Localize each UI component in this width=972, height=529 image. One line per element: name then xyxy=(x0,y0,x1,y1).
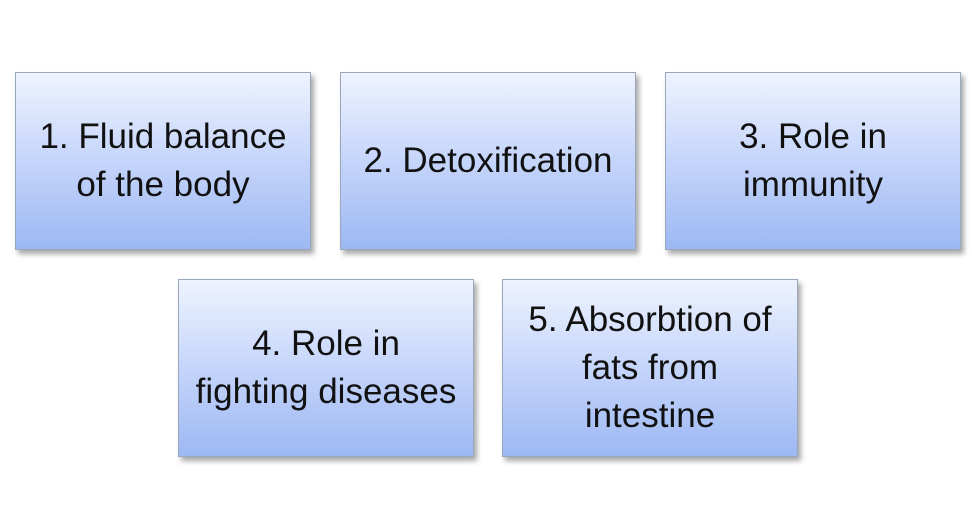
function-box-detoxification: 2. Detoxification xyxy=(340,72,636,250)
function-label: 3. Role in immunity xyxy=(739,117,887,204)
function-box-fluid-balance: 1. Fluid balance of the body xyxy=(15,72,311,250)
function-label: 2. Detoxification xyxy=(363,141,613,180)
function-box-fat-absorption: 5. Absorbtion of fats from intestine xyxy=(502,279,798,457)
function-label: 5. Absorbtion of fats from intestine xyxy=(528,300,772,435)
function-box-fighting-diseases: 4. Role in fighting diseases xyxy=(178,279,474,457)
function-label: 4. Role in fighting diseases xyxy=(195,324,457,411)
function-box-immunity: 3. Role in immunity xyxy=(665,72,961,250)
function-label: 1. Fluid balance of the body xyxy=(39,117,287,204)
